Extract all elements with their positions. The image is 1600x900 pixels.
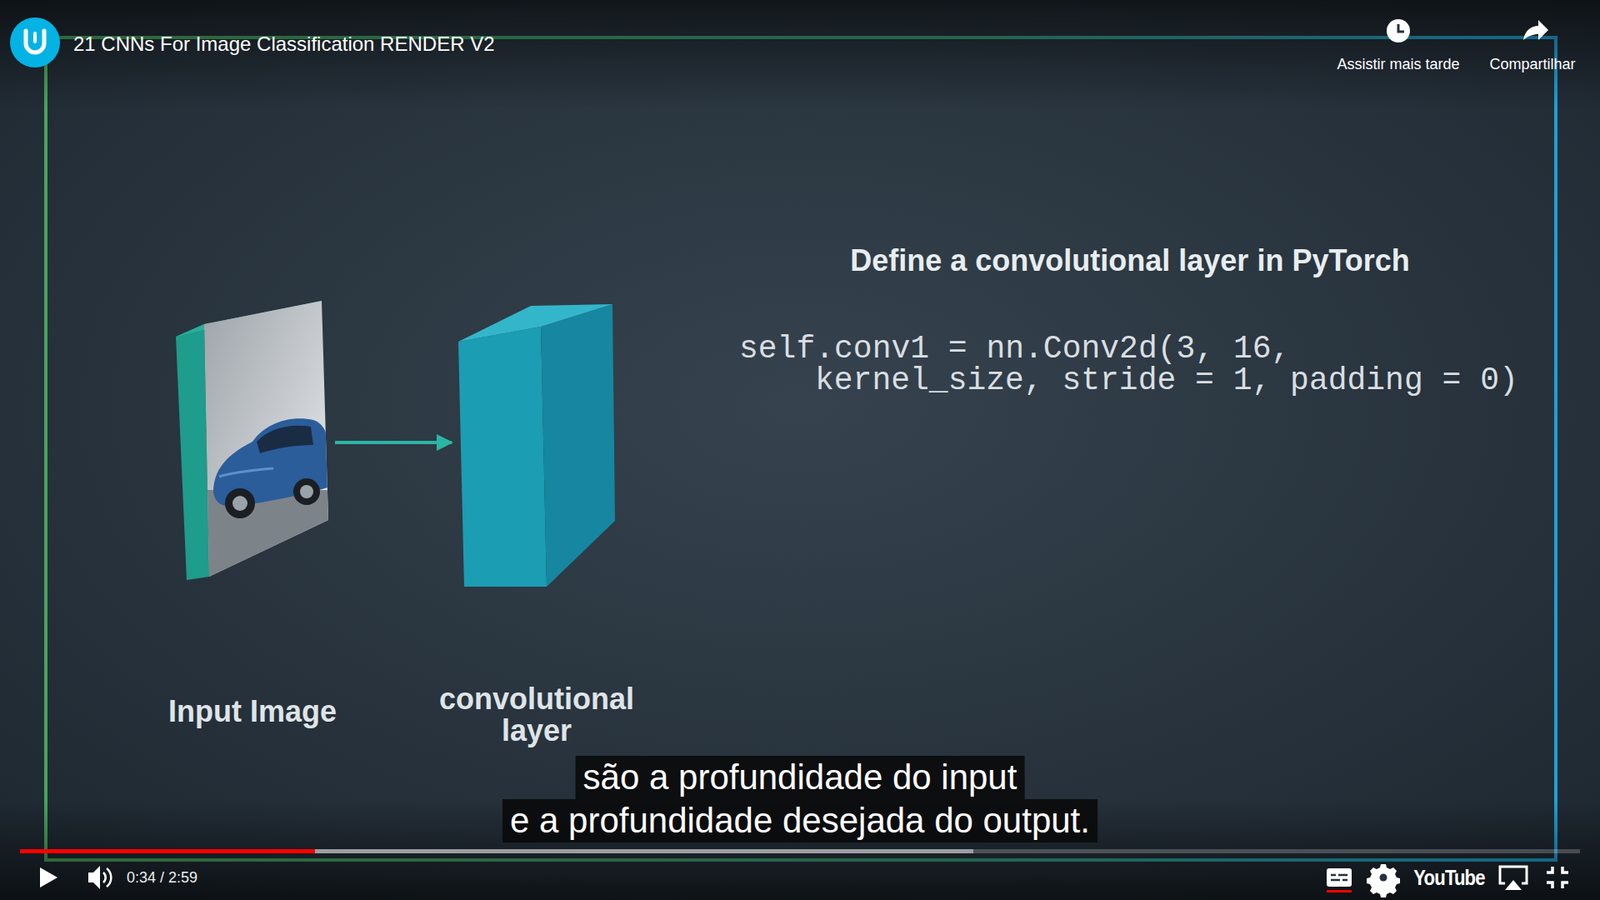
watch-later-label: Assistir mais tarde	[1336, 55, 1460, 74]
block-side	[540, 304, 615, 587]
progress-track	[20, 849, 1580, 854]
progress-buffer	[20, 849, 974, 854]
logo-mark	[25, 30, 45, 53]
car-picture	[198, 418, 340, 582]
gear	[1366, 864, 1400, 898]
settings-icon	[1366, 864, 1400, 898]
clock-icon	[1386, 19, 1410, 43]
subtitle-line: e a profundidade desejada do output.	[502, 799, 1098, 843]
top-shade	[0, 0, 1600, 109]
cc-box	[1326, 868, 1352, 887]
car-wheel	[225, 488, 255, 519]
car-highlight	[219, 468, 274, 477]
slab-edge	[175, 324, 210, 580]
captions-icon	[1326, 868, 1352, 893]
block-top	[458, 304, 613, 342]
bottom-shade	[0, 800, 1600, 900]
share-icon	[1523, 20, 1549, 40]
convolutional-layer-block: convolutional layer	[456, 301, 617, 590]
node-label: Input Image	[144, 695, 361, 728]
car-window	[256, 425, 314, 454]
ground	[198, 490, 340, 582]
code-line: self.conv1 = nn.Conv2d(3, 16,	[739, 330, 1290, 368]
gear-hole	[1380, 874, 1388, 882]
cc-active-bar	[1326, 890, 1352, 893]
play-icon	[40, 867, 58, 888]
time-display: 0:34 / 2:59	[126, 869, 198, 887]
convolutional-layer-block-shape	[456, 301, 617, 590]
node-label: convolutional layer	[428, 683, 645, 747]
exit-fullscreen-icon	[1546, 866, 1569, 889]
cc-lines	[1330, 875, 1348, 880]
block-front	[458, 326, 547, 587]
clock-face	[1386, 19, 1410, 43]
clock-hands	[1398, 24, 1405, 32]
flow-arrow	[335, 440, 452, 445]
input-image-slab: Input Image	[173, 298, 332, 584]
car-rim	[300, 485, 314, 499]
share-label: Compartilhar	[1489, 55, 1575, 74]
sound-waves	[103, 868, 111, 887]
input-image-slab-shape	[173, 298, 332, 584]
slide-heading: Define a convolutional layer in PyTorch	[850, 243, 1410, 279]
code-line: kernel_size, stride = 1, padding = 0)	[815, 362, 1519, 400]
car-wheel	[293, 478, 320, 505]
volume-icon	[88, 865, 111, 890]
logo-mark	[33, 33, 37, 42]
youtube-logo: YouTube	[1413, 865, 1485, 891]
speaker	[88, 865, 100, 890]
progress-played	[20, 849, 315, 854]
udacity-logo	[10, 17, 60, 68]
progress-bar	[20, 849, 1580, 854]
airplay-triangle	[1505, 880, 1522, 890]
car-rim	[232, 495, 248, 511]
logo-circle	[10, 17, 60, 68]
airplay-icon	[1500, 866, 1527, 890]
subtitle-line: são a profundidade do input	[575, 755, 1025, 800]
slide-frame	[45, 37, 1556, 860]
video-title: 21 CNNs For Image Classification RENDER …	[73, 32, 495, 56]
